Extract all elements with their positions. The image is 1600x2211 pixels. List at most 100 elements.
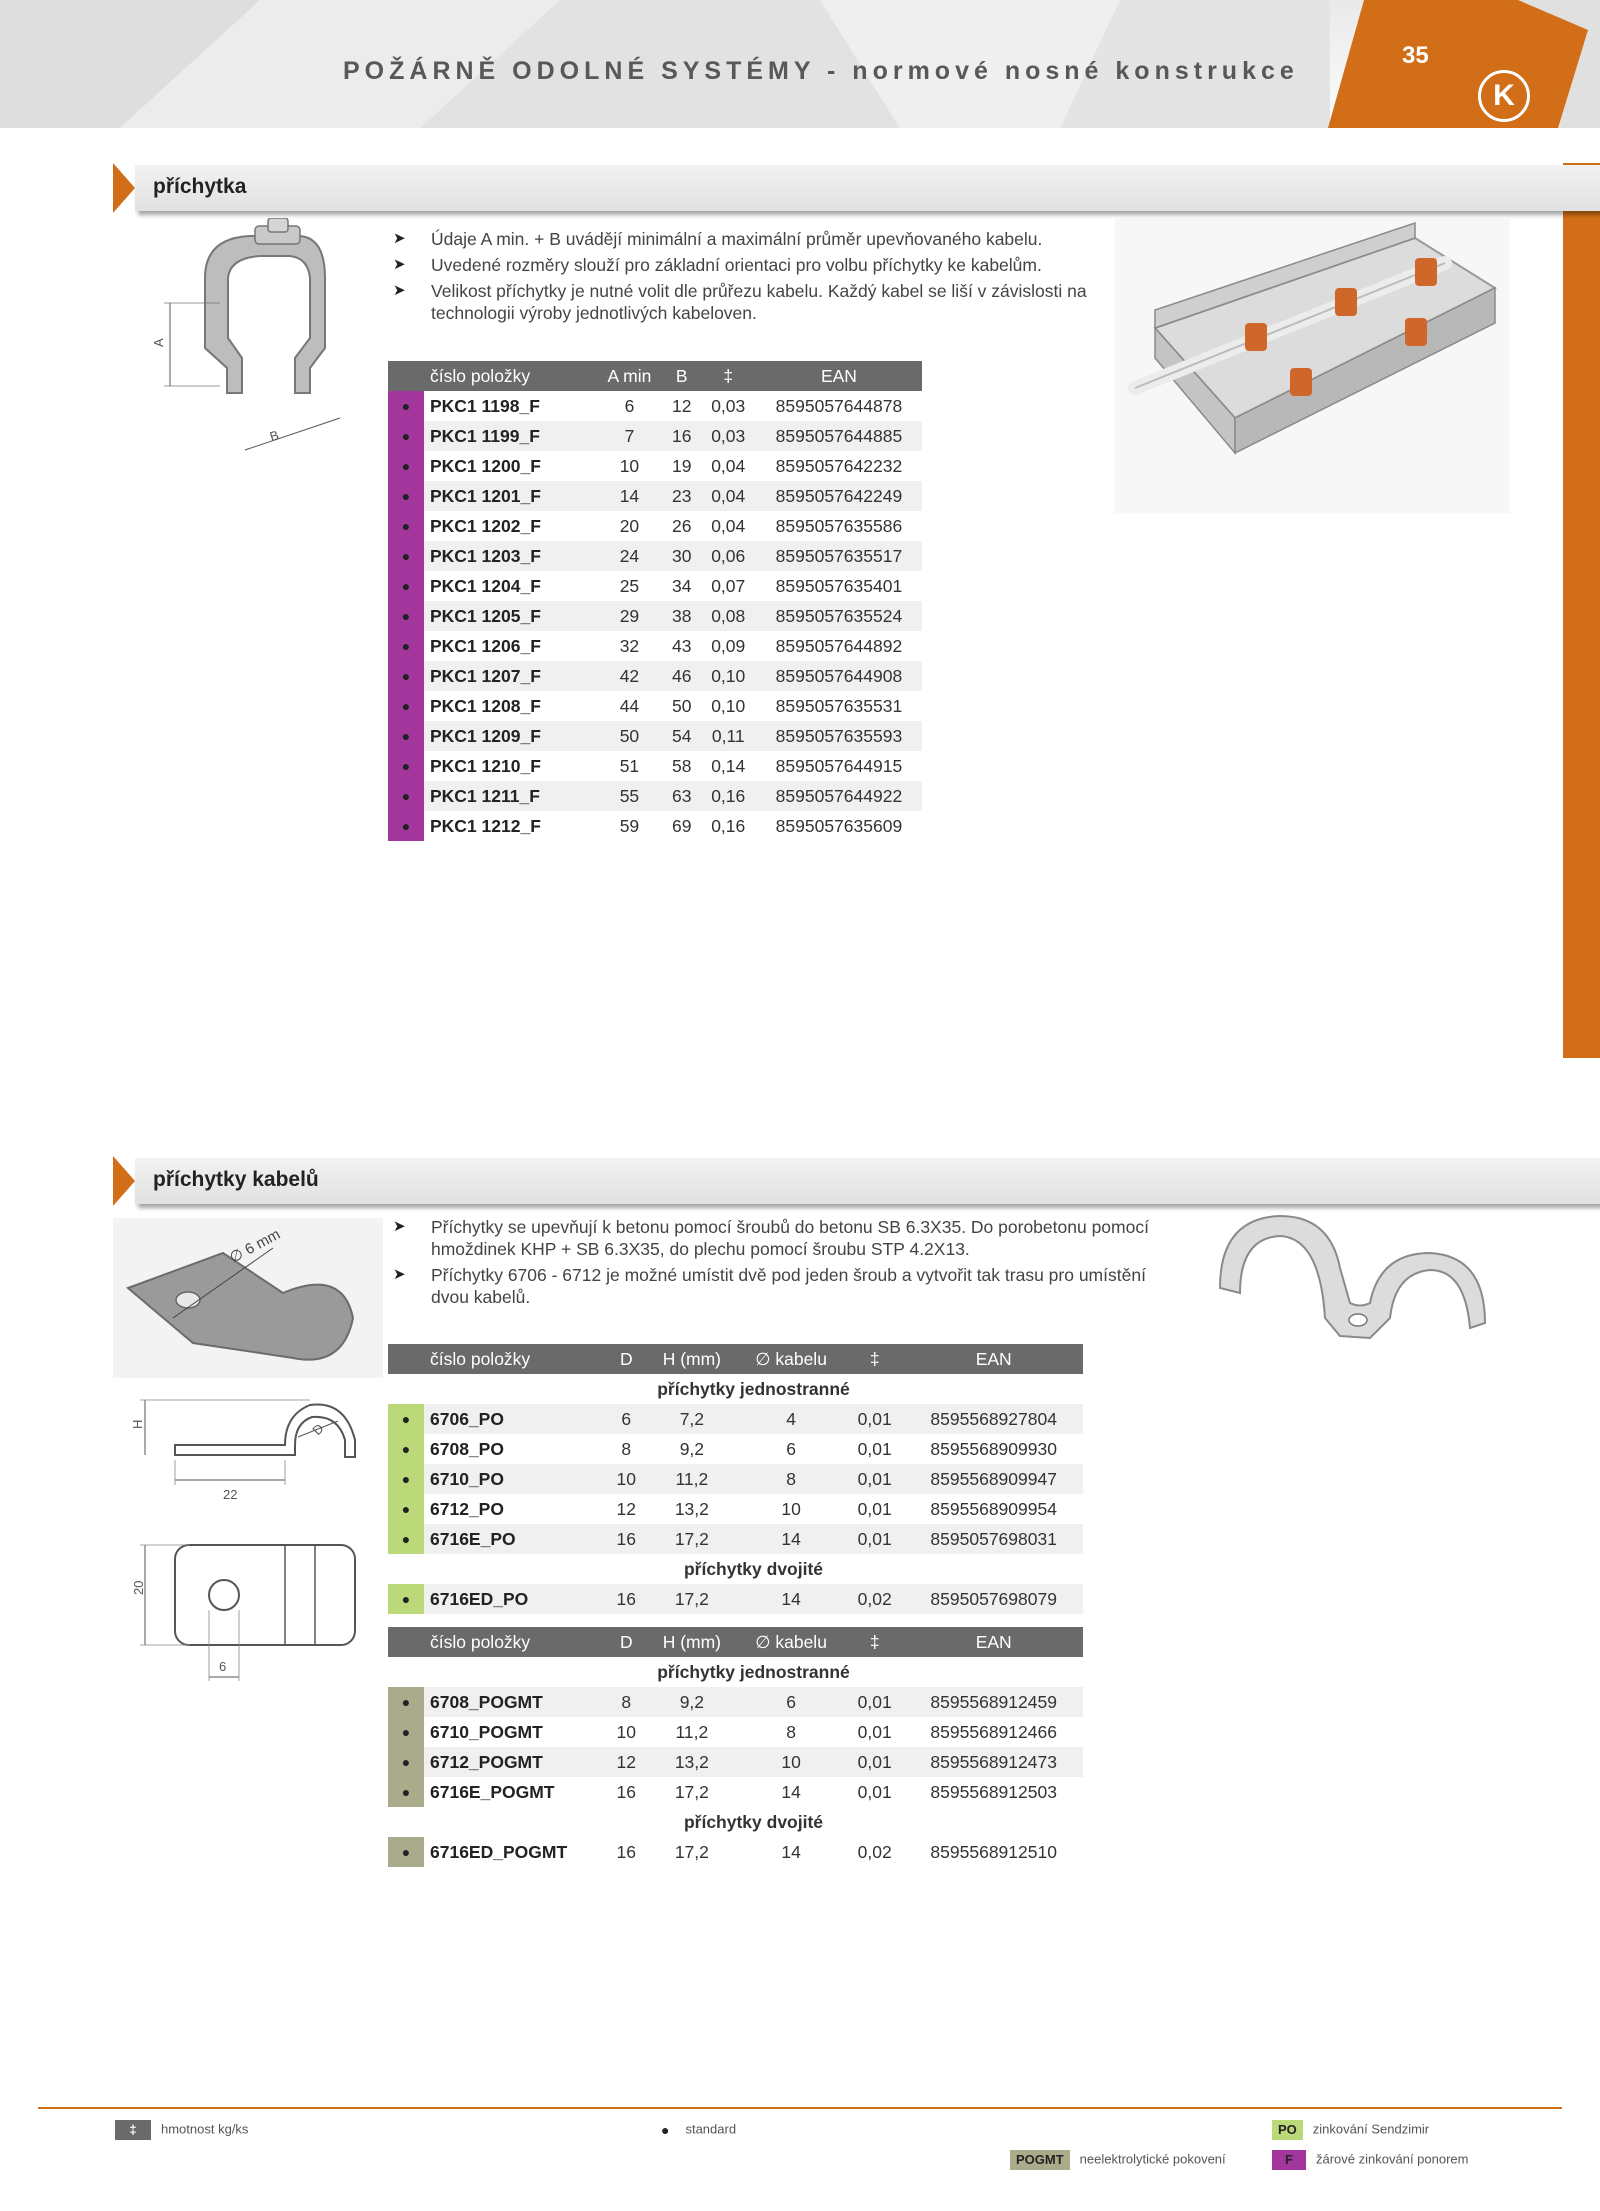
prichytky-pogmt-table: číslo položky D H (mm) ∅ kabelu ‡ EAN př… (388, 1627, 1083, 1867)
standard-dot-icon: ● (388, 451, 424, 481)
standard-dot-icon: ● (388, 1494, 424, 1524)
column-header: EAN (755, 361, 922, 391)
table-subheader-row: příchytky jednostranné (388, 1657, 1083, 1687)
section-title: příchytka (153, 175, 247, 198)
item-code: PKC1 1202_F (430, 515, 541, 536)
standard-dot-icon: ● (388, 1747, 424, 1777)
table-cell: 14 (737, 1584, 846, 1614)
table-cell (388, 1807, 424, 1837)
table-cell: 17,2 (674, 1841, 709, 1862)
standard-dot-icon: ● (388, 721, 424, 751)
table-header-row: číslo položky D H (mm) ∅ kabelu ‡ EAN (388, 1344, 1083, 1374)
table-cell: 6 (786, 1438, 796, 1459)
dimension-label-h: H (130, 1420, 145, 1429)
table-cell: 8595568912473 (904, 1747, 1083, 1777)
column-header: ‡ (845, 1344, 905, 1374)
table-cell: 11,2 (675, 1721, 709, 1742)
prichytky-po-table: číslo položky D H (mm) ∅ kabelu ‡ EAN př… (388, 1344, 1083, 1614)
pogmt-key: POGMT (1010, 2150, 1070, 2170)
standard-dot-icon: ● (388, 391, 424, 421)
table-cell: 44 (619, 695, 640, 716)
standard-dot-icon: ● (388, 781, 424, 811)
item-code: 6716ED_PO (424, 1584, 606, 1614)
table-cell: 9,2 (679, 1438, 705, 1459)
table-cell: 8 (606, 1687, 647, 1717)
table-cell: 8 (786, 1721, 796, 1742)
standard-dot-icon: ● (388, 421, 424, 451)
table-cell: 0,01 (845, 1747, 905, 1777)
table-cell: 30 (662, 541, 701, 571)
section-title: příchytky kabelů (153, 1168, 319, 1191)
clamp-dimension-drawing: A B (151, 218, 341, 451)
item-code: 6708_PO (430, 1438, 504, 1459)
table-cell: 17,2 (646, 1524, 738, 1554)
table-header-row: číslo položky D H (mm) ∅ kabelu ‡ EAN (388, 1627, 1083, 1657)
table-cell: 32 (619, 635, 640, 656)
logo-letter: K (1493, 79, 1515, 112)
table-cell: 0,10 (700, 661, 756, 691)
dimension-label-22: 22 (223, 1487, 237, 1502)
bullet-arrow-icon: ➤ (393, 1266, 406, 1283)
table-cell: 0,04 (711, 515, 746, 536)
table-cell: 8595568912503 (930, 1781, 1057, 1802)
bullet-item: ➤Uvedené rozměry slouží pro základní ori… (393, 255, 1042, 275)
table-cell: 0,09 (711, 635, 746, 656)
standard-dot-icon: ● (388, 601, 424, 631)
table-cell: 10 (616, 1721, 636, 1742)
standard-dot-icon: ● (388, 1777, 424, 1807)
table-cell: 8595057635531 (775, 695, 903, 716)
section-arrow-icon (113, 1156, 135, 1206)
bullet-item: ➤Údaje A min. + B uvádějí minimální a ma… (393, 229, 1043, 249)
table-subheader: příchytky dvojité (424, 1807, 1083, 1837)
po-key: PO (1272, 2120, 1303, 2140)
table-cell (388, 1657, 424, 1687)
f-key: F (1272, 2150, 1306, 2170)
table-cell: 8595057698079 (904, 1584, 1083, 1614)
item-code: PKC1 1199_F (424, 421, 596, 451)
table-cell: 0,03 (711, 395, 746, 416)
table-cell: 14 (781, 1781, 801, 1802)
standard-dot-icon: ● (388, 631, 424, 661)
section-band (135, 165, 1600, 211)
section1-bullet-list: ➤Údaje A min. + B uvádějí minimální a ma… (393, 228, 1113, 328)
table-cell: 69 (672, 815, 692, 836)
dimension-label-6: 6 (219, 1659, 226, 1674)
table-cell: 0,01 (845, 1687, 905, 1717)
table-cell (388, 1374, 424, 1404)
table-cell: 0,01 (857, 1781, 892, 1802)
table-cell: 14 (596, 481, 663, 511)
table-cell: 0,01 (857, 1721, 892, 1742)
table-cell: 11,2 (646, 1464, 738, 1494)
table-cell: 50 (596, 721, 663, 751)
f-label: žárové zinkování ponorem (1316, 2151, 1469, 2167)
table-cell: 9,2 (646, 1687, 738, 1717)
legend-standard: ●standard (655, 2120, 736, 2140)
table-cell: 0,01 (857, 1438, 892, 1459)
item-code: PKC1 1207_F (424, 661, 596, 691)
table-cell: 8595568909930 (930, 1438, 1057, 1459)
section-arrow-icon (113, 163, 135, 213)
item-code: 6712_POGMT (424, 1747, 606, 1777)
column-header: číslo položky (424, 361, 596, 391)
table-cell: 0,06 (700, 541, 756, 571)
table-cell: 6 (737, 1687, 846, 1717)
column-header: ∅ kabelu (737, 1344, 846, 1374)
item-code: PKC1 1210_F (430, 755, 541, 776)
item-code: PKC1 1200_F (430, 455, 541, 476)
marker-column-header (388, 1627, 424, 1657)
table-cell: 16 (662, 421, 701, 451)
column-header: EAN (904, 1344, 1083, 1374)
